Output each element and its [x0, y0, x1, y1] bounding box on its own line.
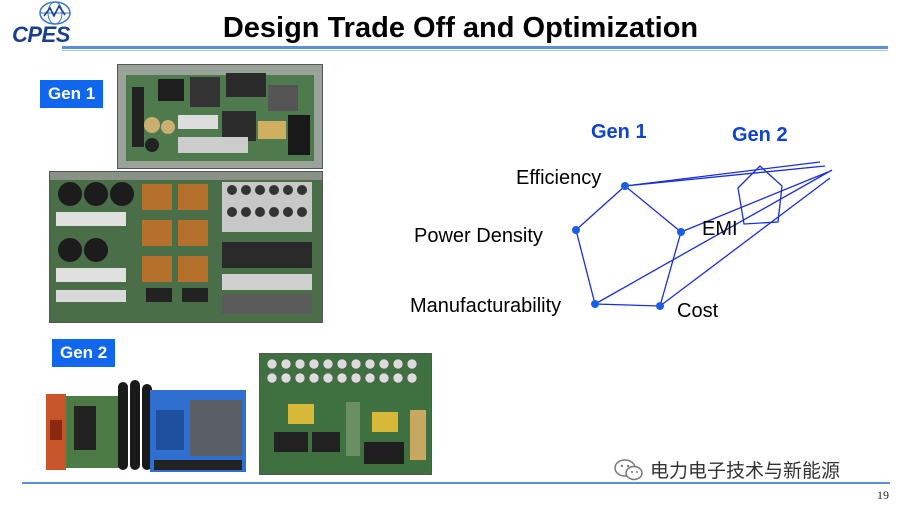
- title-rule-thin: [62, 50, 888, 51]
- gen2-pentagon: [737, 165, 783, 225]
- globe-icon: [39, 1, 71, 25]
- gen1-badge: Gen 1: [40, 80, 104, 108]
- emi-point: [677, 228, 685, 236]
- diagram-gen1-label: Gen 1: [591, 121, 647, 143]
- gen2-pcb-photo-left: [44, 380, 247, 474]
- gen2-badge: Gen 2: [52, 339, 116, 367]
- manufacturability-label: Manufacturability: [410, 295, 562, 317]
- gen2-pcb-photo-right: [259, 353, 432, 475]
- diagram-gen2-label: Gen 2: [732, 124, 788, 146]
- watermark: 电力电子技术与新能源: [614, 456, 840, 483]
- gen1-pentagon: [575, 185, 682, 307]
- efficiency-point: [621, 182, 629, 190]
- gen1-pcb-drawing-large: [50, 172, 322, 322]
- manufacturability-point: [591, 300, 599, 308]
- page-number: 19: [877, 488, 889, 502]
- logo-text: CPES: [12, 22, 70, 47]
- gen2-pcb-drawing-right: [260, 354, 431, 474]
- power-density-label: Power Density: [414, 225, 543, 247]
- efficiency-label: Efficiency: [516, 167, 602, 189]
- gen1-pcb-photo-top: [117, 64, 323, 169]
- cost-label: Cost: [677, 300, 719, 322]
- title-rule: [62, 46, 888, 49]
- gen1-pcb-drawing-top: [118, 65, 322, 168]
- watermark-text: 电力电子技术与新能源: [650, 461, 841, 482]
- emi-label: EMI: [702, 218, 738, 240]
- cost-point: [656, 302, 664, 310]
- cpes-logo: CPES: [12, 0, 102, 48]
- wechat-icon: [614, 458, 643, 480]
- power-density-point: [572, 226, 580, 234]
- gen1-pcb-photo-large: [49, 171, 323, 323]
- gen2-pcb-drawing-left: [44, 380, 247, 474]
- tradeoff-diagram: [572, 161, 833, 310]
- slide-title: Design Trade Off and Optimization: [222, 12, 699, 44]
- footer-rule: [22, 482, 890, 484]
